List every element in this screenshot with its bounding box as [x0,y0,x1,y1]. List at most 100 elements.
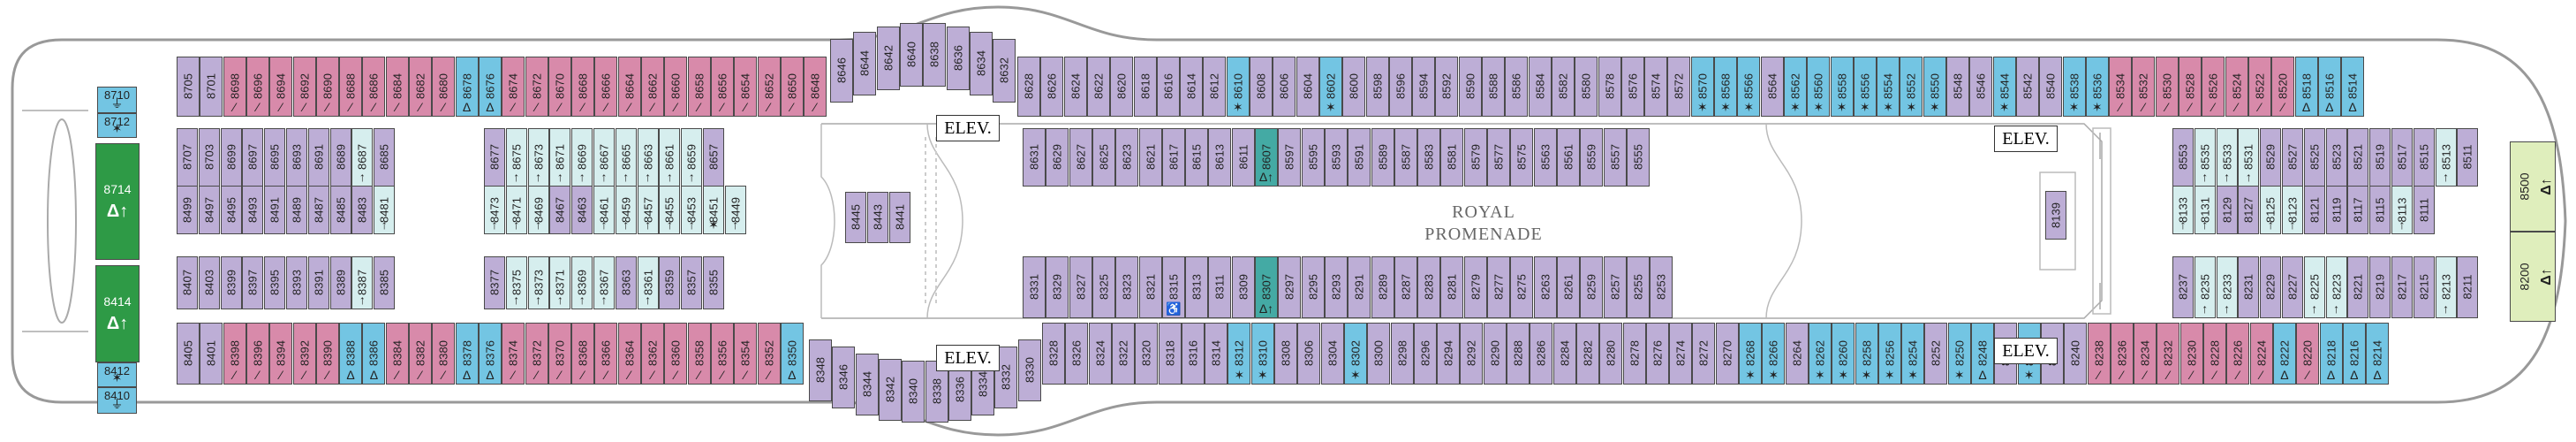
cabin-8638[interactable]: 8638 [923,23,947,87]
cabin-8232[interactable]: 8232⁄ [2157,323,2180,385]
cabin-8355[interactable]: 8355 [703,256,724,309]
cabin-8256[interactable]: 8256✶ [1877,323,1901,385]
cabin-8380[interactable]: 8380⁄ [432,323,456,385]
cabin-8650[interactable]: 8650⁄ [780,57,804,117]
cabin-8284[interactable]: 8284 [1552,323,1576,385]
cabin-8362[interactable]: 8362⁄ [641,323,664,385]
cabin-8240[interactable]: 8240 [2064,323,2088,385]
cabin-8297[interactable]: 8297 [1278,256,1302,318]
cabin-8703[interactable]: 8703 [198,128,220,187]
cabin-8540[interactable]: 8540 [2039,57,2063,117]
cabin-8279[interactable]: 8279 [1463,256,1487,318]
cabin-8686[interactable]: 8686⁄ [362,57,386,117]
cabin-8385[interactable]: 8385 [374,256,396,309]
cabin-8620[interactable]: 8620 [1110,57,1134,117]
cabin-8261[interactable]: 8261 [1556,256,1580,318]
cabin-8664[interactable]: 8664⁄ [617,57,641,117]
cabin-8117[interactable]: 8117 [2347,186,2369,234]
cabin-8672[interactable]: 8672⁄ [525,57,548,117]
cabin-8366[interactable]: 8366⁄ [594,323,618,385]
cabin-8268[interactable]: 8268✶ [1739,323,1762,385]
cabin-8694[interactable]: 8694⁄ [269,57,293,117]
cabin-8576[interactable]: 8576 [1620,57,1644,117]
cabin-8133[interactable]: 8133↑ [2172,186,2194,234]
cabin-8690[interactable]: 8690⁄ [315,57,339,117]
cabin-8461[interactable]: 8461↑ [593,186,615,234]
cabin-8656[interactable]: 8656⁄ [710,57,734,117]
cabin-8560[interactable]: 8560✶ [1807,57,1831,117]
cabin-8451[interactable]: 8451✶ [703,186,724,234]
cabin-8606[interactable]: 8606 [1273,57,1296,117]
cabin-8394[interactable]: 8394⁄ [269,323,293,385]
cabin-8393[interactable]: 8393 [286,256,307,309]
cabin-8628[interactable]: 8628 [1017,57,1040,117]
cabin-8558[interactable]: 8558✶ [1830,57,1854,117]
cabin-8276[interactable]: 8276 [1645,323,1669,385]
cabin-8373[interactable]: 8373↑ [527,256,549,309]
cabin-8364[interactable]: 8364⁄ [617,323,641,385]
cabin-8449[interactable]: 8449↑ [724,186,746,234]
cabin-8707[interactable]: 8707 [177,128,198,187]
cabin-8691[interactable]: 8691 [307,128,329,187]
cabin-8228[interactable]: 8228⁄ [2203,323,2226,385]
cabin-8554[interactable]: 8554✶ [1877,57,1900,117]
cabin-8493[interactable]: 8493 [242,186,264,234]
cabin-8367[interactable]: 8367↑ [593,256,615,309]
cabin-8600[interactable]: 8600 [1342,57,1366,117]
cabin-8522[interactable]: 8522⁄ [2247,57,2271,117]
cabin-8330[interactable]: 8330 [1017,339,1041,401]
cabin-8321[interactable]: 8321 [1138,256,1162,318]
cabin-8532[interactable]: 8532⁄ [2132,57,2156,117]
cabin-8688[interactable]: 8688⁄ [339,57,363,117]
cabin-8659[interactable]: 8659↑ [681,128,703,187]
cabin-8312[interactable]: 8312✶ [1228,323,1251,385]
cabin-8131[interactable]: 8131↑ [2194,186,2216,234]
cabin-8646[interactable]: 8646 [830,39,853,103]
cabin-8280[interactable]: 8280 [1599,323,1623,385]
cabin-8382[interactable]: 8382⁄ [409,323,432,385]
cabin-8387[interactable]: 8387↑ [351,256,374,309]
cabin-8594[interactable]: 8594 [1412,57,1436,117]
cabin-8254[interactable]: 8254✶ [1901,323,1925,385]
cabin-8634[interactable]: 8634 [969,32,993,95]
cabin-8213[interactable]: 8213↑ [2435,256,2457,318]
cabin-8566[interactable]: 8566✶ [1737,57,1761,117]
cabin-8139[interactable]: 8139 [2045,191,2066,240]
cabin-8660[interactable]: 8660⁄ [664,57,688,117]
cabin-8575[interactable]: 8575 [1510,128,1534,187]
cabin-8289[interactable]: 8289 [1371,256,1394,318]
cabin-8356[interactable]: 8356⁄ [710,323,734,385]
cabin-8368[interactable]: 8368⁄ [571,323,595,385]
cabin-8445[interactable]: 8445 [845,192,866,243]
cabin-8578[interactable]: 8578 [1598,57,1621,117]
cabin-8657[interactable]: 8657 [703,128,724,187]
cabin-8371[interactable]: 8371↑ [549,256,571,309]
cabin-8584[interactable]: 8584 [1528,57,1552,117]
cabin-8612[interactable]: 8612 [1203,57,1227,117]
cabin-8320[interactable]: 8320 [1135,323,1159,385]
cabin-8640[interactable]: 8640 [899,23,923,87]
cabin-8687[interactable]: 8687↑ [351,128,374,187]
cabin-8441[interactable]: 8441 [888,192,910,243]
cabin-8670[interactable]: 8670⁄ [548,57,571,117]
cabin-8582[interactable]: 8582 [1551,57,1575,117]
cabin-8533[interactable]: 8533↑ [2216,128,2238,187]
cabin-8668[interactable]: 8668⁄ [571,57,595,117]
cabin-8399[interactable]: 8399 [220,256,242,309]
cabin-8587[interactable]: 8587 [1394,128,1417,187]
cabin-8680[interactable]: 8680⁄ [432,57,456,117]
cabin-8546[interactable]: 8546 [1969,57,1993,117]
cabin-8544[interactable]: 8544✶ [1992,57,2016,117]
cabin-8348[interactable]: 8348 [809,339,832,401]
cabin-8572[interactable]: 8572 [1667,57,1691,117]
cabin-8235[interactable]: 8235↑ [2194,256,2216,318]
